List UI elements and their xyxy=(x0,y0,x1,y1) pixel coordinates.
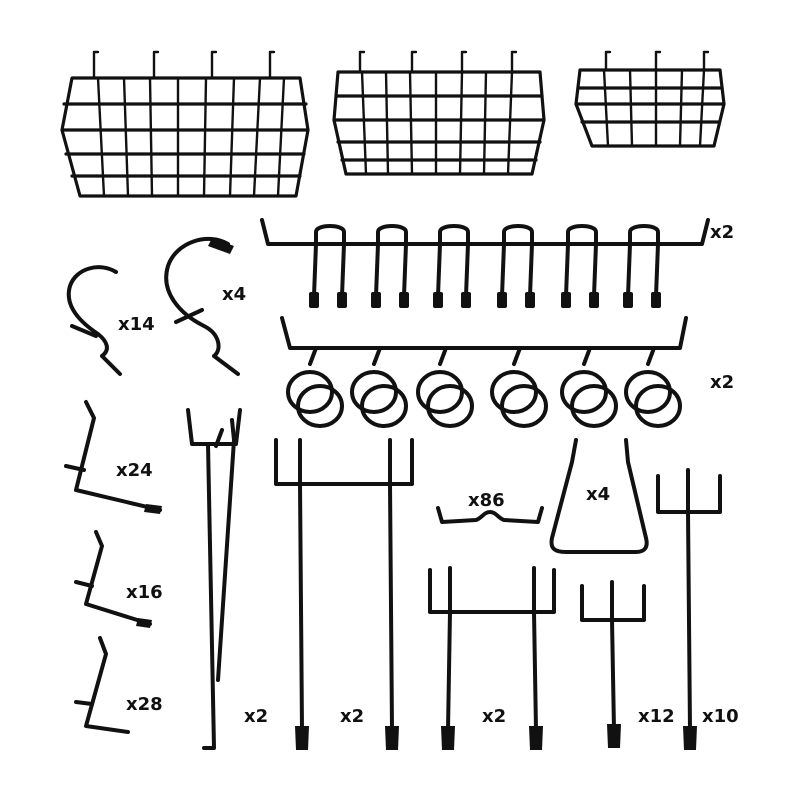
tall-fork-hook xyxy=(656,468,722,750)
ring-hook xyxy=(624,346,682,428)
qty-u-hook-rack: x2 xyxy=(710,222,735,243)
long-straight-hook xyxy=(186,408,242,750)
u-hook xyxy=(623,224,661,308)
qty-loop-holder: x4 xyxy=(586,484,611,505)
u-hook xyxy=(433,224,471,308)
ring-hook-rack xyxy=(280,316,688,428)
qty-locking-clip: x86 xyxy=(468,490,505,511)
qty-s-hook-small: x14 xyxy=(118,314,155,335)
l-hook-medium xyxy=(74,530,152,628)
ring-hook xyxy=(286,346,344,428)
qty-long-straight-hook: x2 xyxy=(244,706,269,727)
u-hook xyxy=(497,224,535,308)
qty-ring-hook-rack: x2 xyxy=(710,372,735,393)
l-hook-long xyxy=(64,400,162,514)
basket-medium xyxy=(332,50,546,176)
ring-hook xyxy=(560,346,618,428)
u-hook xyxy=(561,224,599,308)
qty-double-prong-tall: x2 xyxy=(340,706,365,727)
double-prong-tall xyxy=(274,438,414,750)
ring-hook xyxy=(416,346,474,428)
locking-clip xyxy=(436,506,544,524)
loop-holder xyxy=(549,438,649,554)
basket-large xyxy=(60,50,310,198)
qty-s-hook-large: x4 xyxy=(222,284,247,305)
s-hook-large xyxy=(164,236,240,376)
small-fork-hook xyxy=(580,580,646,748)
ring-hook xyxy=(350,346,408,428)
qty-l-hook-long: x24 xyxy=(116,460,153,481)
u-hook xyxy=(371,224,409,308)
u-hook-rack xyxy=(260,218,710,308)
qty-double-prong-short: x2 xyxy=(482,706,507,727)
double-prong-short xyxy=(428,566,556,750)
qty-l-hook-short: x28 xyxy=(126,694,163,715)
qty-small-fork-hook: x12 xyxy=(638,706,675,727)
l-hook-short xyxy=(74,636,130,734)
ring-hook xyxy=(490,346,548,428)
s-hook-small xyxy=(66,265,122,376)
basket-small xyxy=(574,50,726,148)
qty-l-hook-medium: x16 xyxy=(126,582,163,603)
u-hook xyxy=(309,224,347,308)
qty-tall-fork-hook: x10 xyxy=(702,706,739,727)
